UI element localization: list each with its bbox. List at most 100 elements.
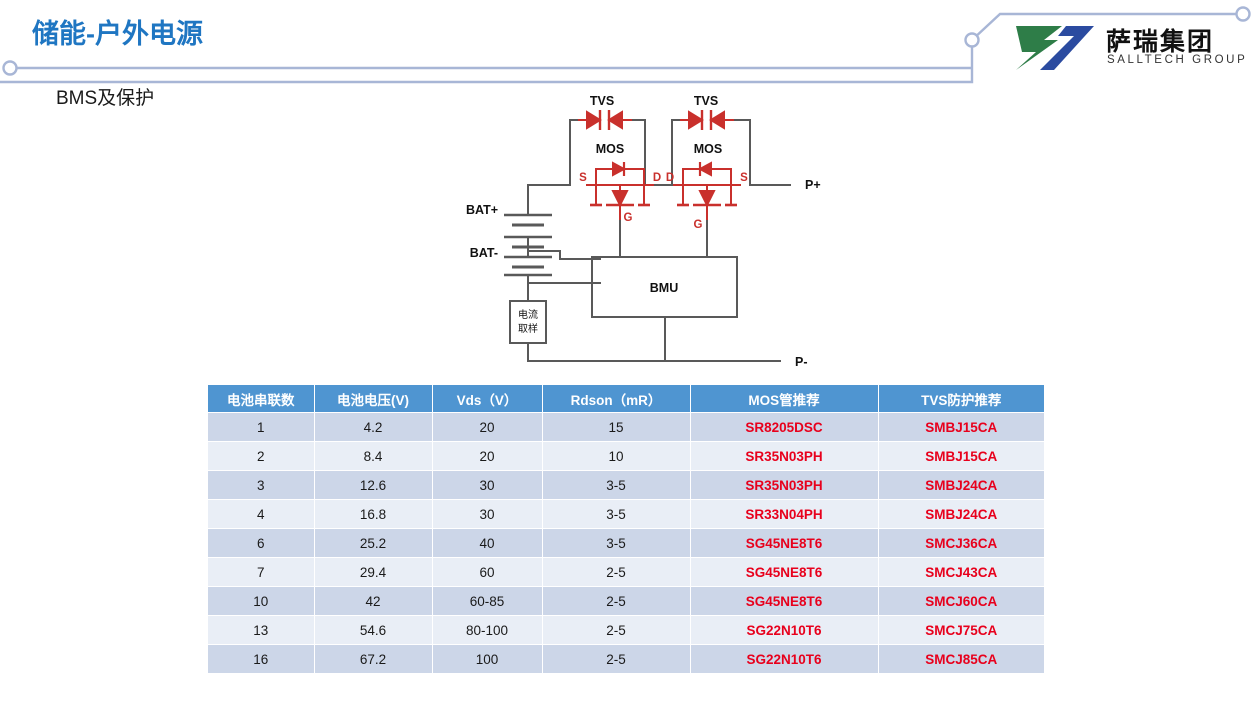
label-mos-left-gate: G — [624, 212, 633, 224]
cell-rdson: 3-5 — [542, 528, 691, 558]
label-bat-minus: BAT- — [470, 246, 498, 260]
cell-vds: 30 — [432, 470, 543, 500]
cell-tvs-part: SMBJ15CA — [878, 412, 1044, 442]
cell-voltage: 12.6 — [314, 470, 433, 500]
deco-circle-middle — [964, 32, 980, 48]
column-header-rdson: Rdson（mR） — [542, 385, 691, 413]
deco-line-bracket — [0, 40, 974, 84]
cell-tvs-part: SMCJ36CA — [878, 528, 1044, 558]
cell-rdson: 2-5 — [542, 644, 691, 674]
logo-green-arrow — [1016, 26, 1062, 70]
label-bat-plus: BAT+ — [466, 203, 498, 217]
cell-rdson: 15 — [542, 412, 691, 442]
cell-series: 7 — [208, 557, 315, 587]
tvs-right-symbol — [680, 110, 734, 130]
label-current-sense-line2: 取样 — [518, 322, 538, 335]
wire-tvs-right-in — [671, 119, 690, 186]
mosfet-right-symbol — [673, 161, 741, 220]
label-bmu: BMU — [650, 281, 678, 295]
cell-tvs-part: SMCJ85CA — [878, 644, 1044, 674]
column-header-tvs: TVS防护推荐 — [878, 385, 1044, 413]
deco-line-upper — [971, 12, 1243, 41]
column-header-vds: Vds（V） — [432, 385, 543, 413]
cell-tvs-part: SMCJ60CA — [878, 586, 1044, 616]
salltech-logo-mark — [1016, 26, 1094, 70]
cell-mos-part: SR8205DSC — [690, 412, 879, 442]
cell-tvs-part: SMCJ43CA — [878, 557, 1044, 587]
cell-series: 6 — [208, 528, 315, 558]
label-tvs-left: TVS — [590, 94, 614, 108]
column-header-series: 电池串联数 — [208, 385, 315, 413]
label-mos-right-source: S — [740, 172, 748, 184]
cell-rdson: 2-5 — [542, 586, 691, 616]
header-decoration — [0, 6, 1251, 84]
wire-tvs-left-out — [621, 119, 646, 186]
logo-blue-z — [1040, 26, 1094, 70]
label-tvs-right: TVS — [694, 94, 718, 108]
column-header-mos: MOS管推荐 — [690, 385, 879, 413]
cell-tvs-part: SMBJ15CA — [878, 441, 1044, 471]
cell-tvs-part: SMCJ75CA — [878, 615, 1044, 645]
mos-tvs-selection-table: 电池串联数 电池电压(V) Vds（V） Rdson（mR） MOS管推荐 TV… — [208, 385, 1044, 674]
cell-tvs-part: SMBJ24CA — [878, 470, 1044, 500]
cell-rdson: 2-5 — [542, 615, 691, 645]
cell-voltage: 42 — [314, 586, 433, 616]
cell-mos-part: SG45NE8T6 — [690, 557, 879, 587]
cell-series: 4 — [208, 499, 315, 529]
cell-rdson: 3-5 — [542, 470, 691, 500]
cell-voltage: 67.2 — [314, 644, 433, 674]
cell-mos-part: SR33N04PH — [690, 499, 879, 529]
label-mos-left-drain: D — [653, 172, 661, 184]
label-p-minus: P- — [795, 355, 808, 369]
cell-voltage: 29.4 — [314, 557, 433, 587]
cell-rdson: 3-5 — [542, 499, 691, 529]
wire-bat-minus-tap — [527, 250, 601, 260]
label-mos-right: MOS — [694, 142, 722, 156]
logo-chinese-name: 萨瑞集团 — [1106, 28, 1215, 56]
tvs-left-symbol — [578, 110, 632, 130]
cell-voltage: 4.2 — [314, 412, 433, 442]
cell-mos-part: SG22N10T6 — [690, 644, 879, 674]
cell-mos-part: SR35N03PH — [690, 441, 879, 471]
cell-vds: 30 — [432, 499, 543, 529]
column-header-voltage: 电池电压(V) — [314, 385, 433, 413]
cell-vds: 80-100 — [432, 615, 543, 645]
label-mos-left-source: S — [579, 172, 587, 184]
cell-voltage: 8.4 — [314, 441, 433, 471]
label-current-sense-line1: 电流 — [518, 308, 538, 321]
current-sense-box — [509, 300, 547, 344]
deco-circle-right — [1235, 6, 1251, 22]
bms-circuit-diagram: TVS TVS MOS MOS S D G D S G BAT+ BAT- P+… — [466, 94, 821, 369]
section-subtitle: BMS及保护 — [56, 88, 155, 109]
label-mos-right-gate: G — [694, 219, 703, 231]
cell-voltage: 25.2 — [314, 528, 433, 558]
wire-shunt-bottom-rail — [527, 342, 781, 362]
circuit-wires — [527, 119, 791, 362]
cell-mos-part: SR35N03PH — [690, 470, 879, 500]
cell-series: 2 — [208, 441, 315, 471]
cell-series: 10 — [208, 586, 315, 616]
label-p-plus: P+ — [805, 178, 821, 192]
cell-series: 1 — [208, 412, 315, 442]
cell-vds: 40 — [432, 528, 543, 558]
cell-mos-part: SG22N10T6 — [690, 615, 879, 645]
table-header-row: 电池串联数 电池电压(V) Vds（V） Rdson（mR） MOS管推荐 TV… — [208, 385, 1044, 413]
cell-series: 13 — [208, 615, 315, 645]
company-logo: 萨瑞集团 SALLTECH GROUP — [1014, 22, 1248, 76]
cell-vds: 20 — [432, 441, 543, 471]
cell-series: 3 — [208, 470, 315, 500]
cell-tvs-part: SMBJ24CA — [878, 499, 1044, 529]
cell-vds: 60-85 — [432, 586, 543, 616]
cell-rdson: 10 — [542, 441, 691, 471]
cell-series: 16 — [208, 644, 315, 674]
cell-vds: 60 — [432, 557, 543, 587]
logo-english-name: SALLTECH GROUP — [1107, 54, 1248, 66]
